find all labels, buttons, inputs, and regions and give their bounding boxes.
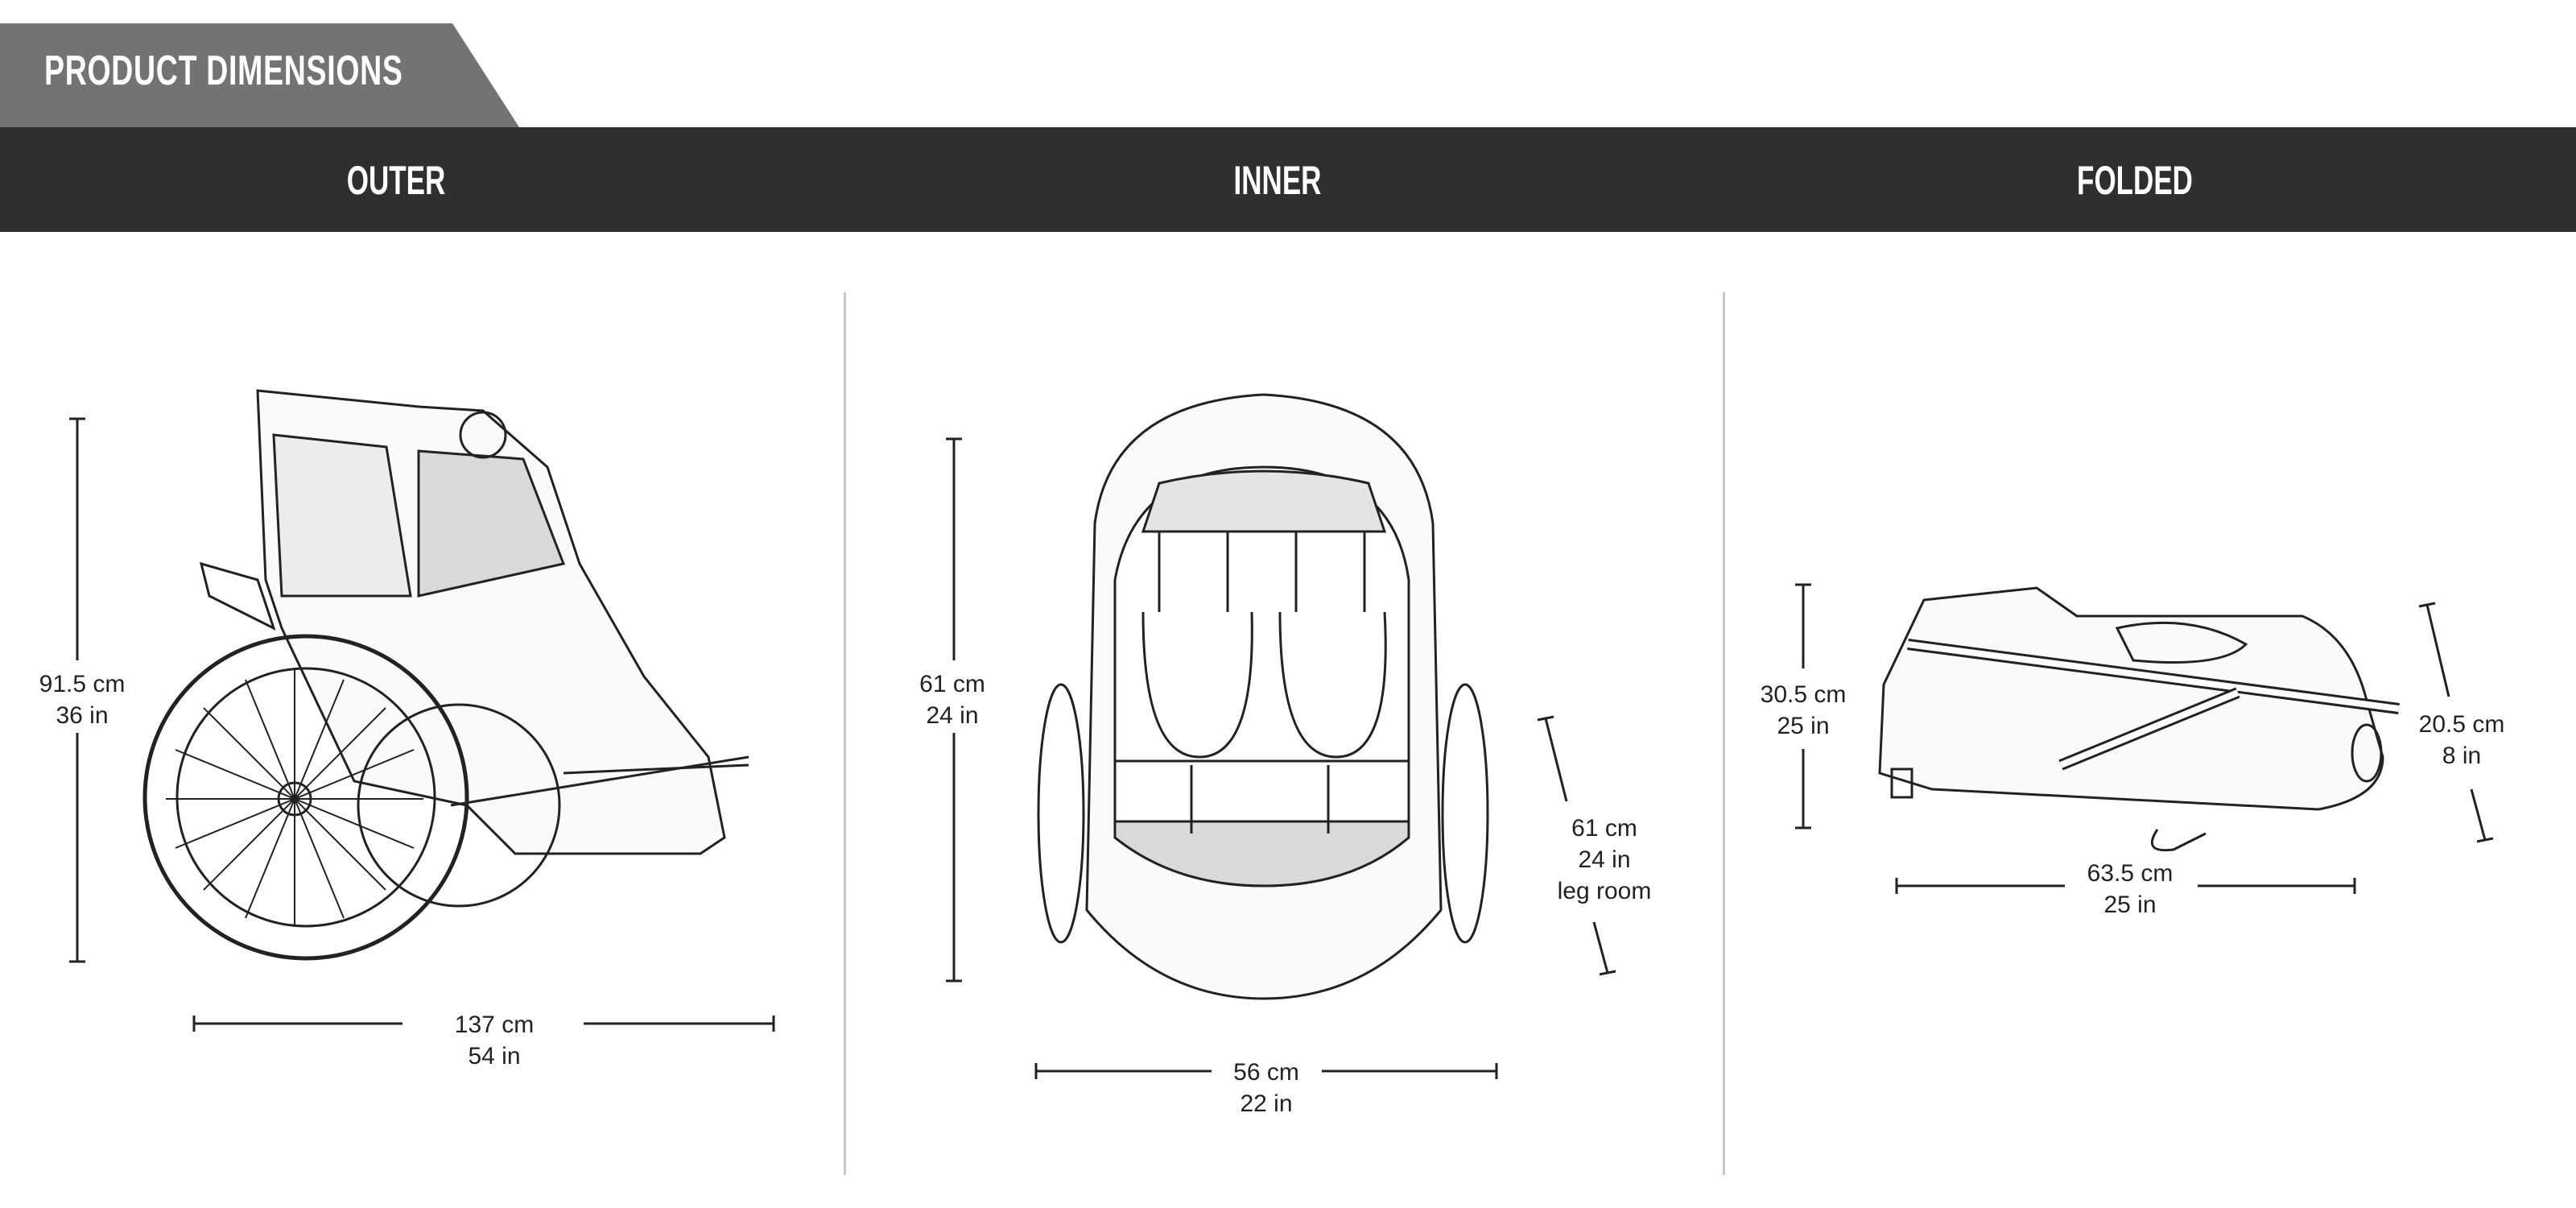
section-title-inner: INNER — [1233, 158, 1322, 203]
section-title-folded: FOLDED — [2077, 158, 2193, 203]
section-title-outer: OUTER — [346, 158, 446, 203]
inner-legroom-cm: 61 cm — [1571, 815, 1637, 842]
inner-height-in: 24 in — [926, 702, 979, 729]
inner-legroom-label: 61 cm 24 in leg room — [1558, 813, 1652, 907]
folded-depth-label: 20.5 cm 8 in — [2419, 709, 2505, 772]
outer-height-in: 36 in — [56, 702, 109, 729]
inner-height-cm: 61 cm — [919, 671, 985, 697]
outer-height-cm: 91.5 cm — [39, 671, 126, 697]
inner-width-label: 56 cm 22 in — [1233, 1057, 1299, 1119]
header-tab — [0, 23, 519, 127]
inner-trailer-drawing — [1037, 393, 1489, 1000]
section-header-bar — [0, 127, 2576, 232]
folded-depth-cm: 20.5 cm — [2418, 711, 2505, 738]
outer-trailer-drawing — [142, 389, 749, 961]
inner-width-in: 22 in — [1240, 1090, 1293, 1117]
page-title: PRODUCT DIMENSIONS — [44, 48, 403, 94]
inner-legroom-text: leg room — [1557, 878, 1652, 904]
folded-depth-in: 8 in — [2442, 743, 2482, 769]
folded-height-label: 30.5 cm 25 in — [1761, 679, 1847, 742]
outer-length-cm: 137 cm — [454, 1011, 535, 1038]
outer-length-in: 54 in — [468, 1043, 521, 1069]
folded-length-in: 25 in — [2103, 892, 2157, 918]
folded-height-in: 25 in — [1777, 713, 1830, 739]
column-divider — [1723, 292, 1725, 1175]
folded-trailer-drawing — [1878, 586, 2400, 852]
inner-legroom-in: 24 in — [1578, 846, 1631, 873]
dimension-lines — [69, 417, 2494, 1079]
folded-length-label: 63.5 cm 25 in — [2087, 858, 2174, 920]
folded-height-cm: 30.5 cm — [1760, 681, 1847, 708]
column-divider — [844, 292, 846, 1175]
outer-height-label: 91.5 cm 36 in — [39, 668, 126, 731]
outer-length-label: 137 cm 54 in — [455, 1009, 534, 1072]
folded-length-cm: 63.5 cm — [2087, 860, 2174, 887]
inner-height-label: 61 cm 24 in — [919, 668, 985, 731]
inner-width-cm: 56 cm — [1233, 1059, 1299, 1086]
